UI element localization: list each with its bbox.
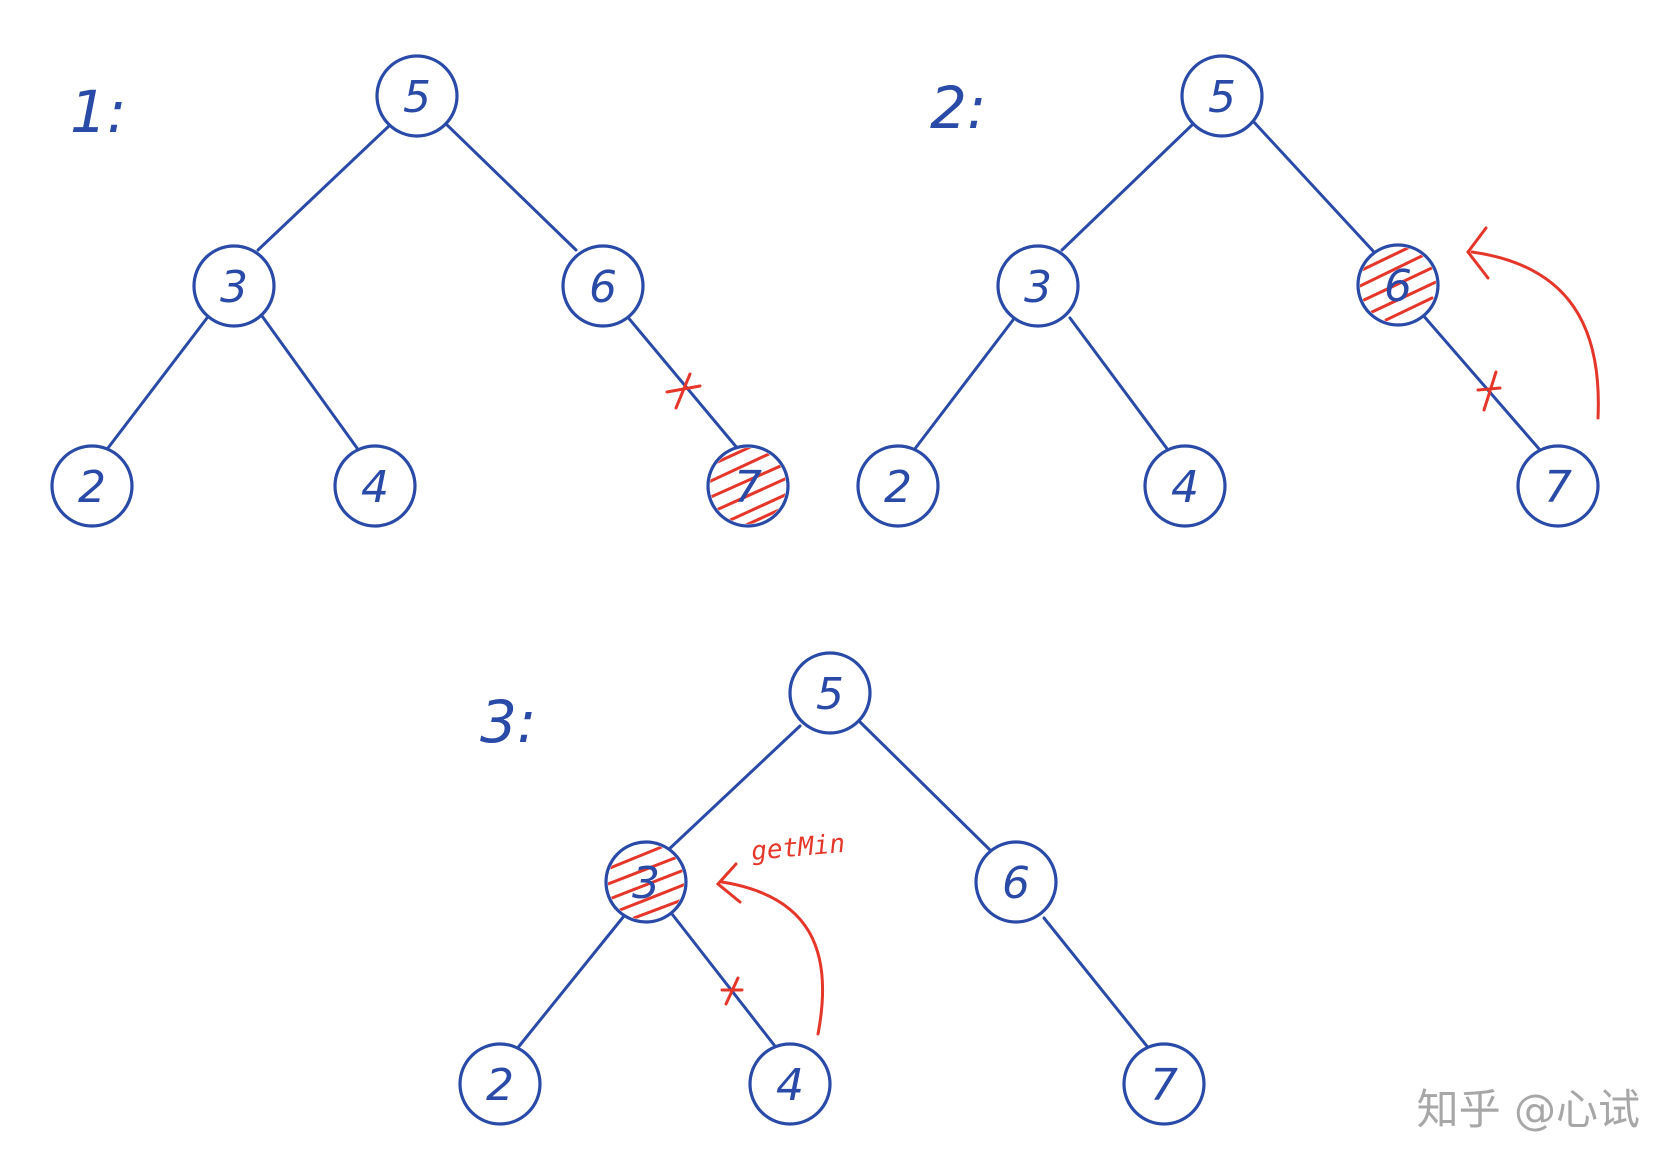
svg-text:2: 2 [486, 1060, 514, 1111]
edge-3-2 [912, 318, 1015, 452]
edge-6-7 [1042, 916, 1152, 1052]
arrow-head [715, 862, 742, 904]
tree-node: 6 [561, 244, 645, 328]
arrow-head [1466, 226, 1490, 280]
tree-node: 4 [748, 1042, 832, 1126]
tree-node: 7 [1516, 444, 1600, 528]
step-3-label: 3: [480, 688, 536, 756]
cut-mark [1476, 370, 1502, 412]
svg-text:3: 3 [632, 858, 660, 909]
tree-node: 5 [1180, 54, 1264, 138]
watermark: 知乎 @心试 [1417, 1085, 1640, 1134]
svg-text:2: 2 [884, 462, 912, 513]
svg-text:5: 5 [816, 669, 844, 720]
edge-3-4 [260, 314, 359, 450]
svg-text:5: 5 [403, 72, 431, 123]
edge-6-7 [624, 313, 740, 451]
edge-3-4 [1068, 316, 1170, 452]
tree-node: 2 [458, 1042, 542, 1126]
step-2-label: 2: [930, 74, 986, 142]
tree-node: 7 [1122, 1042, 1206, 1126]
tree-node: 3 [192, 244, 276, 328]
step-2-diagram: 2: 5 3 6 2 4 [856, 54, 1600, 528]
svg-text:7: 7 [1150, 1060, 1178, 1111]
svg-text:4: 4 [361, 462, 389, 513]
cut-mark [665, 372, 702, 410]
edge-5-3 [664, 724, 802, 854]
edge-3-2 [514, 914, 626, 1052]
edge-3-2 [106, 316, 209, 450]
svg-text:6: 6 [1384, 261, 1412, 312]
tree-node: 4 [1143, 444, 1227, 528]
svg-text:4: 4 [1171, 462, 1199, 513]
tree-node: 5 [375, 54, 459, 138]
svg-text:7: 7 [1544, 462, 1572, 513]
tree-node: 2 [50, 444, 134, 528]
step-1-label: 1: [70, 78, 126, 146]
svg-text:5: 5 [1208, 72, 1236, 123]
edge-6-7 [1420, 312, 1542, 452]
edge-5-6 [1250, 118, 1376, 254]
svg-text:4: 4 [776, 1060, 804, 1111]
tree-node: 6 [974, 840, 1058, 924]
edge-5-6 [856, 718, 992, 852]
svg-text:3: 3 [1024, 262, 1052, 313]
svg-text:6: 6 [1002, 858, 1030, 909]
promote-arrow [1470, 250, 1600, 420]
tree-node: 2 [856, 444, 940, 528]
tree-node: 3 [996, 244, 1080, 328]
tree-node-highlighted: 6 [1356, 243, 1440, 327]
step-3-diagram: 3: 5 3 6 2 4 [458, 651, 1206, 1126]
edge-5-6 [442, 120, 578, 252]
svg-text:7: 7 [734, 462, 762, 513]
edge-3-4 [670, 912, 780, 1052]
tree-node: 4 [333, 444, 417, 528]
svg-text:3: 3 [220, 262, 248, 313]
svg-text:2: 2 [78, 462, 106, 513]
edge-5-3 [1060, 123, 1194, 252]
step-1-diagram: 1: 5 3 6 2 4 [50, 54, 790, 528]
tree-node-highlighted: 3 [604, 840, 688, 924]
svg-text:6: 6 [589, 262, 617, 313]
tree-node: 5 [788, 651, 872, 735]
promote-arrow [720, 880, 825, 1036]
cut-mark [720, 976, 744, 1006]
tree-node-highlighted: 7 [706, 444, 790, 528]
getmin-annotation: getMin [750, 829, 846, 867]
edge-5-3 [256, 123, 392, 252]
